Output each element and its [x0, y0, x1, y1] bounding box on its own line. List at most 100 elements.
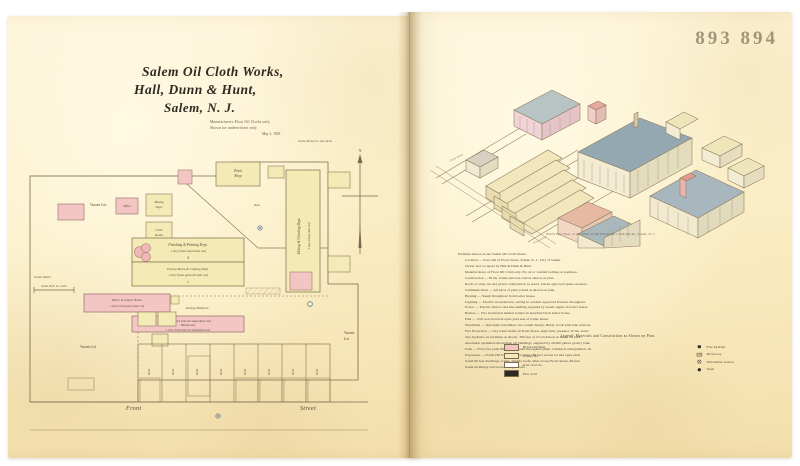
- building-office: Office: [115, 197, 139, 215]
- svg-text:Room: Room: [154, 233, 163, 237]
- svg-text:Shed: Shed: [291, 369, 295, 375]
- watchman-station-symbol-icon: [696, 359, 703, 364]
- title-subtitle-line-2: Shown for underwriters only.: [210, 126, 258, 131]
- description-text-block: Premises known as the Salem Oil Cloth Wo…: [458, 252, 758, 371]
- perspective-drying-sheds: [485, 149, 595, 237]
- plot-plan-map: Paint Shop Office Mixing: [28, 144, 400, 434]
- desc-line: Fire Protection — City water mains in Fr…: [465, 329, 590, 334]
- desc-line: Boilers — Two horizontal tubular boilers…: [465, 311, 571, 316]
- hydrant-marker: [215, 225, 313, 419]
- svg-text:Vacant: Vacant: [344, 331, 355, 335]
- building-warehouse: Boiler & Engine House 1 story brick grav…: [83, 293, 180, 313]
- legend-label: Tank: [706, 367, 715, 372]
- perspective-roadway: [429, 165, 557, 249]
- desc-line: Owner and occupant by Hall & Dunn & Hunt…: [465, 263, 532, 268]
- legend-label: Brick building: [523, 345, 546, 350]
- desc-line: Roofs of slate, tin and gravel compositi…: [465, 281, 588, 286]
- svg-text:Shed: Shed: [195, 369, 199, 375]
- tank-symbol-icon: [696, 367, 703, 372]
- legend-item: Driveway: [696, 352, 735, 357]
- desc-line: Fuel — Soft coal stored in open yard eas…: [465, 317, 550, 322]
- legend-item: Frame do.: [504, 352, 545, 360]
- svg-text:Boiler & Engine House: Boiler & Engine House: [112, 298, 143, 302]
- building-stock-oil-rooms: [137, 311, 177, 347]
- right-page: 893 894: [408, 12, 792, 458]
- svg-text:1 story brick slate & comp: 1 story brick slate & composition roof: [165, 319, 212, 323]
- svg-text:Grant Street: Grant Street: [449, 152, 464, 163]
- svg-text:1 story frame shed metal r: 1 story frame shed metal roof: [170, 249, 206, 253]
- legend-label: Fire wall: [523, 371, 537, 376]
- svg-text:Scale 40 ft. to 1 inch: Scale 40 ft. to 1 inch: [41, 284, 67, 288]
- svg-text:Shed: Shed: [171, 369, 175, 375]
- legend-label: Frame do.: [523, 354, 539, 359]
- desc-line: Exposures — North 220 feet vacant lot; E…: [465, 352, 581, 357]
- desc-line: Power — Electric motors and line shaftin…: [465, 305, 589, 310]
- map-annotations: Vacant Lot Vacant Lot Vacant Lot Paving …: [34, 203, 355, 349]
- svg-text:Vacant Lot: Vacant Lot: [90, 203, 107, 207]
- desc-line: Heating — Steam throughout from boiler h…: [465, 293, 536, 298]
- legend-item: Brick building: [504, 344, 545, 351]
- svg-text:Vacant Lot: Vacant Lot: [80, 345, 97, 349]
- svg-text:Dept.: Dept.: [155, 205, 163, 209]
- left-page: Salem Oil Cloth Works, Hall, Dunn & Hunt…: [8, 16, 420, 458]
- desc-line: Watchman — One night watchman, two round…: [465, 323, 592, 328]
- svg-text:1 story brick gravel slate r: 1 story brick gravel slate roof: [110, 304, 146, 308]
- svg-text:Grant Street: Grant Street: [34, 275, 52, 279]
- legend-label: Iron clad do.: [523, 362, 543, 367]
- svg-text:Lot: Lot: [343, 337, 350, 341]
- building-drying-sheds: Shed Shed Shed Shed Shed Shed Shed Shed: [67, 343, 331, 403]
- legend-item: Watchman station: [696, 359, 735, 364]
- title-subtitle: Manufacturers Floor Oil Cloths only. Sho…: [210, 119, 336, 131]
- perspective-bottom-shed: [577, 215, 641, 249]
- svg-text:Shop: Shop: [234, 174, 241, 178]
- building-sheds-midleft: Mixing Dept. Color Room: [145, 193, 173, 245]
- perspective-caption: Bird's Eye View of the Plant of the Sale…: [546, 232, 656, 236]
- perspective-upper-left-building: [513, 89, 581, 141]
- svg-text:Office: Office: [123, 204, 132, 208]
- water-tank: [134, 243, 151, 262]
- birds-eye-perspective-drawing: Grant Street Front Street Bird's Eye Vie…: [428, 74, 774, 249]
- legend-label: Fire hydrant: [706, 344, 726, 349]
- map-title-line-3: Salem, N. J.: [164, 100, 236, 115]
- perspective-tower: [587, 100, 607, 125]
- legend-item: Iron clad do.: [504, 361, 545, 369]
- desc-line: Pails — Forty fire pails filled, distrib…: [465, 347, 592, 351]
- svg-text:Paint: Paint: [233, 169, 243, 173]
- desc-line: Premises known as the Salem Oil Cloth Wo…: [458, 252, 527, 256]
- street-label-front: Front: [126, 406, 142, 412]
- desc-line: South 90 feet dwellings, frame, shingle …: [465, 358, 581, 363]
- building-paint-shop: Paint Shop: [215, 161, 261, 187]
- legend-column-materials: Brick building Frame do. Iron clad do. F…: [504, 344, 545, 377]
- svg-text:Drying Room & Coating Dept.: Drying Room & Coating Dept.: [166, 267, 209, 271]
- swatch-firewall-icon: [504, 370, 519, 377]
- svg-text:Finishing & Printing Dept.: Finishing & Printing Dept.: [167, 243, 207, 247]
- svg-text:2 story frame slate roof: 2 story frame slate roof: [307, 221, 311, 249]
- legend-title: Legend: Materials and Construction as Sh…: [560, 334, 656, 338]
- svg-text:Shed: Shed: [315, 369, 319, 375]
- legend-label: Watchman station: [706, 359, 734, 364]
- title-block: Salem Oil Cloth Works, Hall, Dunn & Hunt…: [126, 64, 336, 143]
- desc-line: frame dwellings and stores, shingle roof…: [465, 364, 526, 369]
- legend: Brick building Frame do. Iron clad do. F…: [504, 344, 734, 377]
- svg-text:Warehouse: Warehouse: [181, 323, 196, 327]
- swatch-frame-icon: [504, 352, 519, 360]
- map-title-line-1: Salem Oil Cloth Works,: [142, 64, 284, 79]
- svg-text:Shed: Shed: [147, 369, 151, 375]
- hydrant-symbol-icon: [696, 344, 703, 349]
- legend-item: Fire hydrant: [696, 344, 735, 349]
- desc-line: Manufacturers of Floor Oil Cloth only. N…: [465, 269, 578, 274]
- svg-text:N: N: [358, 149, 362, 153]
- desc-line: Location — East side of Front Street, Sa…: [465, 257, 561, 262]
- svg-text:Paving Platform: Paving Platform: [185, 306, 209, 310]
- svg-text:5: 5: [187, 280, 189, 284]
- svg-text:Color: Color: [155, 228, 163, 232]
- svg-text:4: 4: [187, 256, 189, 260]
- map-title-line-2: Hall, Dunn & Hunt,: [134, 82, 257, 97]
- map-scale-bar: Scale 40 ft. to 1 inch: [33, 284, 75, 293]
- driveway-area: [245, 287, 281, 295]
- svg-text:1 story frame gravel & slate: 1 story frame gravel & slate roof: [168, 273, 209, 277]
- legend-item: Tank: [696, 367, 735, 372]
- legend-column-symbols: Fire hydrant Driveway: [696, 344, 735, 377]
- title-scale: Scale 40 feet to one inch.: [298, 139, 333, 144]
